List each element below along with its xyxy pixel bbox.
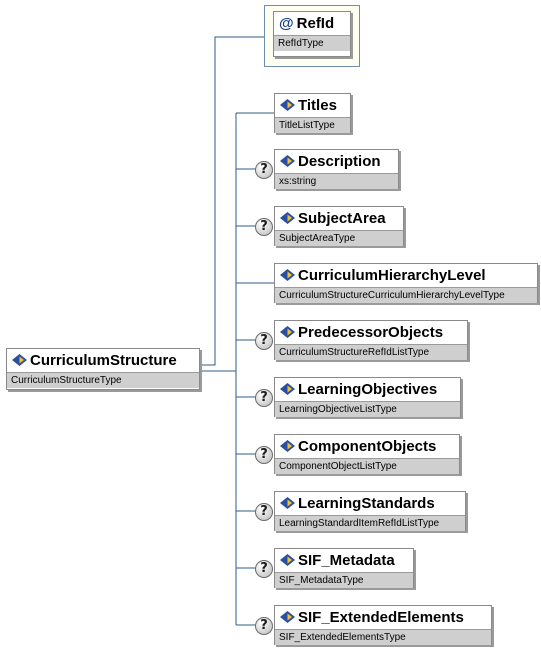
element-icon [280, 99, 295, 111]
child-element-type: SIF_ExtendedElementsType [275, 629, 491, 645]
child-element-name: PredecessorObjects [275, 321, 467, 344]
attribute-type: RefIdType [274, 35, 350, 51]
attribute-icon: @ [279, 15, 294, 32]
attribute-refid-node[interactable]: @RefId RefIdType [273, 11, 351, 57]
optional-marker-icon: ? [255, 503, 273, 521]
element-icon [280, 383, 295, 395]
optional-marker-icon: ? [255, 389, 273, 407]
child-element-type: ComponentObjectListType [275, 458, 459, 474]
element-icon [280, 326, 295, 338]
child-element-type: CurriculumStructureCurriculumHierarchyLe… [275, 287, 537, 303]
optional-marker-icon: ? [255, 560, 273, 578]
optional-marker-icon: ? [255, 218, 273, 236]
root-element-name: CurriculumStructure [7, 349, 199, 372]
child-element-name: Description [275, 150, 398, 173]
attribute-name: @RefId [274, 12, 350, 35]
root-element-type: CurriculumStructureType [7, 372, 199, 388]
child-element-name: SubjectArea [275, 207, 403, 230]
element-icon [280, 554, 295, 566]
child-element-type: LearningObjectiveListType [275, 401, 460, 417]
element-icon [280, 212, 295, 224]
element-icon [280, 440, 295, 452]
child-element-name: LearningObjectives [275, 378, 460, 401]
optional-marker-icon: ? [255, 446, 273, 464]
child-element-type: TitleListType [275, 117, 350, 133]
child-element-name: SIF_ExtendedElements [275, 606, 491, 629]
optional-marker-icon: ? [255, 161, 273, 179]
child-element-type: CurriculumStructureRefIdListType [275, 344, 467, 360]
child-element-type: LearningStandardItemRefIdListType [275, 515, 465, 531]
element-icon [280, 611, 295, 623]
element-icon [12, 354, 27, 366]
element-icon [280, 497, 295, 509]
child-element-name: ComponentObjects [275, 435, 459, 458]
child-element-name: LearningStandards [275, 492, 465, 515]
child-element-name: Titles [275, 94, 350, 117]
connector-attribute [200, 36, 264, 366]
optional-marker-icon: ? [255, 617, 273, 635]
child-element-type: SubjectAreaType [275, 230, 403, 246]
element-icon [280, 269, 295, 281]
child-element-type: xs:string [275, 173, 398, 189]
child-element-type: SIF_MetadataType [275, 572, 413, 588]
root-element-node[interactable]: CurriculumStructure CurriculumStructureT… [6, 348, 200, 390]
element-icon [280, 155, 295, 167]
optional-marker-icon: ? [255, 332, 273, 350]
child-element-name: SIF_Metadata [275, 549, 413, 572]
child-element-name: CurriculumHierarchyLevel [275, 264, 537, 287]
